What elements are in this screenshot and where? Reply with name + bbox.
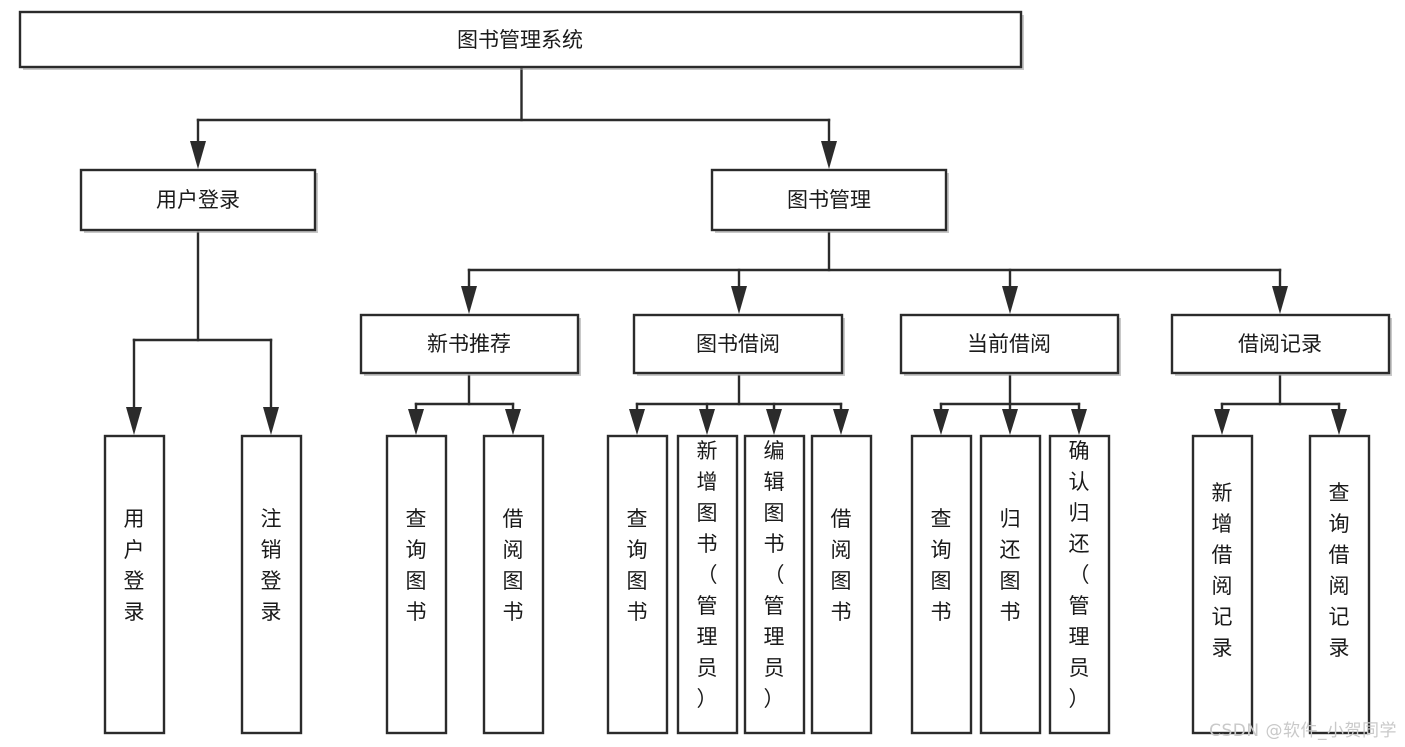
node-leaf-record-search[interactable]: 查询借阅记录 — [1308, 434, 1371, 735]
connector-currentborrow-to-leaves — [933, 374, 1087, 435]
connector-newbook-to-leaves — [408, 374, 521, 435]
connector-root-to-level2 — [190, 67, 837, 169]
node-leaf-borrow-borrow-book[interactable]: 借阅图书 — [810, 434, 873, 735]
node-book-borrow-label: 图书借阅 — [696, 332, 780, 356]
node-leaf-borrow-add-book-label: 新增图书（管理员） — [697, 439, 718, 711]
connector-bookborrow-to-leaves — [629, 374, 849, 435]
node-leaf-cur-query-book-label: 查询图书 — [931, 507, 952, 624]
node-leaf-rec-borrow-book-label: 借阅图书 — [503, 507, 524, 624]
node-leaf-borrow-query-book-label: 查询图书 — [627, 507, 648, 624]
node-leaf-borrow-add-book[interactable]: 新增图书（管理员） — [676, 434, 739, 735]
connector-userlogin-to-leaves — [126, 231, 279, 435]
node-leaf-user-logout[interactable]: 注销登录 — [240, 434, 303, 735]
node-leaf-cur-confirm-return[interactable]: 确认归还（管理员） — [1048, 434, 1111, 735]
node-current-borrow-label: 当前借阅 — [967, 332, 1051, 356]
node-leaf-rec-borrow-book[interactable]: 借阅图书 — [482, 434, 545, 735]
node-book-manage-label: 图书管理 — [787, 188, 871, 212]
node-leaf-cur-confirm-return-label: 确认归还（管理员） — [1069, 439, 1090, 711]
node-root[interactable]: 图书管理系统 — [18, 10, 1024, 70]
connector-borrowrecord-to-leaves — [1214, 374, 1347, 435]
node-new-book-recommend[interactable]: 新书推荐 — [359, 313, 581, 376]
node-leaf-borrow-edit-book[interactable]: 编辑图书（管理员） — [743, 434, 806, 735]
node-leaf-user-login[interactable]: 用户登录 — [103, 434, 166, 735]
node-borrow-record[interactable]: 借阅记录 — [1170, 313, 1392, 376]
node-leaf-record-add[interactable]: 新增借阅记录 — [1191, 434, 1254, 735]
node-leaf-cur-return-book-label: 归还图书 — [1000, 507, 1021, 624]
node-leaf-rec-query-book[interactable]: 查询图书 — [385, 434, 448, 735]
node-user-login[interactable]: 用户登录 — [79, 168, 318, 233]
node-leaf-cur-return-book[interactable]: 归还图书 — [979, 434, 1042, 735]
node-root-label: 图书管理系统 — [457, 28, 583, 52]
node-current-borrow[interactable]: 当前借阅 — [899, 313, 1121, 376]
node-leaf-record-search-label: 查询借阅记录 — [1329, 481, 1350, 660]
node-leaf-rec-query-book-label: 查询图书 — [406, 507, 427, 624]
node-leaf-cur-query-book[interactable]: 查询图书 — [910, 434, 973, 735]
connector-bookmanage-to-level3 — [461, 231, 1288, 314]
node-new-book-recommend-label: 新书推荐 — [427, 332, 511, 356]
node-leaf-user-logout-label: 注销登录 — [261, 507, 282, 624]
node-leaf-borrow-borrow-book-label: 借阅图书 — [831, 507, 852, 624]
node-book-manage[interactable]: 图书管理 — [710, 168, 949, 233]
node-book-borrow[interactable]: 图书借阅 — [632, 313, 845, 376]
node-leaf-record-add-label: 新增借阅记录 — [1212, 481, 1233, 660]
node-leaf-borrow-edit-book-label: 编辑图书（管理员） — [764, 439, 785, 711]
node-leaf-user-login-label: 用户登录 — [124, 507, 145, 624]
node-borrow-record-label: 借阅记录 — [1238, 332, 1322, 356]
node-leaf-borrow-query-book[interactable]: 查询图书 — [606, 434, 669, 735]
node-user-login-label: 用户登录 — [156, 188, 240, 212]
